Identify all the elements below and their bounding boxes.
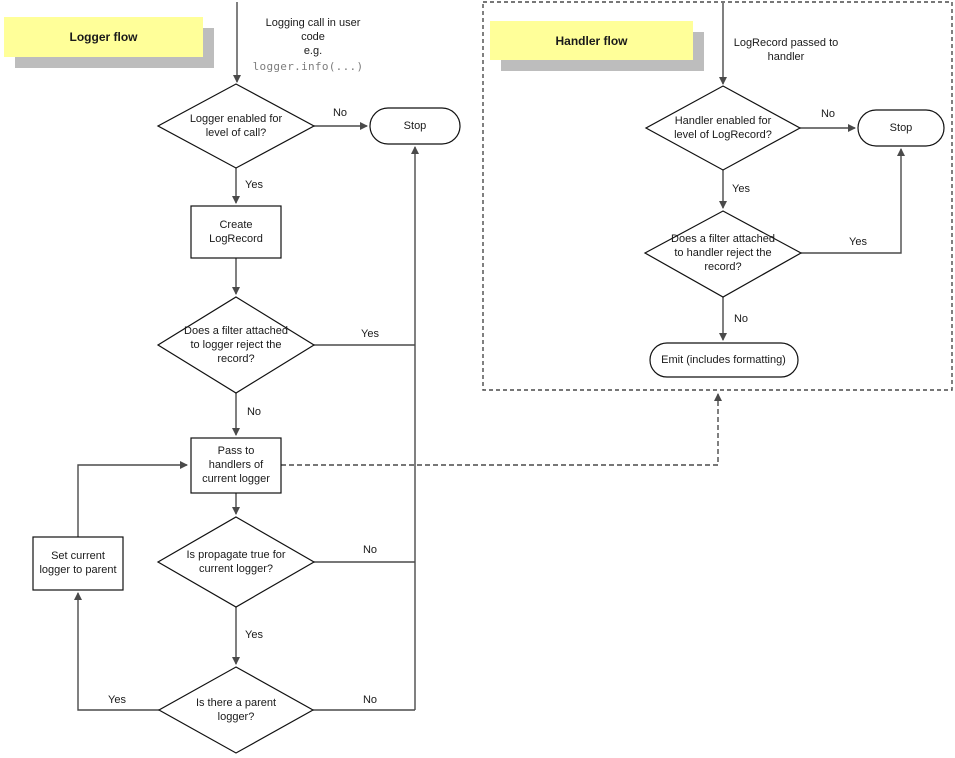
label-filter-no: No: [246, 406, 262, 418]
edge-parent-yes-to-set-parent: [74, 592, 159, 711]
process-set-current-logger-text: Set current logger to parent: [39, 550, 117, 576]
decision-handler-filter-text: Does a filter attached to handler reject…: [671, 233, 775, 273]
decision-propagate: [156, 516, 316, 608]
label-propagate-yes: Yes: [245, 629, 263, 641]
decision-logger-filter-text: Does a filter attached to logger reject …: [184, 325, 288, 365]
decision-handler-filter: [643, 210, 803, 298]
process-set-current-logger: [32, 536, 124, 591]
decision-handler-level-text: Handler enabled for level of LogRecord?: [674, 115, 772, 141]
edge-hfilter-yes-to-stop: [801, 148, 905, 254]
terminator-logger-stop: [369, 107, 461, 145]
logger-flow-title: Logger flow: [69, 30, 138, 44]
handler-flow-container: [482, 1, 953, 391]
handler-flow-title: Handler flow: [555, 33, 628, 48]
label-propagate-no: No: [362, 544, 378, 556]
label-hfilter-yes: Yes: [849, 236, 867, 248]
process-pass-to-handlers-text: Pass to handlers of current logger: [202, 445, 270, 485]
decision-propagate-text: Is propagate true for current logger?: [186, 549, 286, 575]
process-create-logrecord: [190, 205, 282, 259]
logger-flow-title-note: Logger flow: [4, 17, 203, 57]
decision-logger-level: [156, 83, 316, 169]
label-hlevel-yes: Yes: [732, 183, 750, 195]
label-parent-yes: Yes: [108, 694, 126, 706]
edge-set-parent-to-pass: [77, 461, 188, 537]
handler-entry-text: LogRecord passed to handler: [733, 37, 839, 63]
decision-logger-level-text: Logger enabled for level of call?: [189, 113, 283, 139]
logger-entry-text: Logging call in user code e.g.: [265, 17, 361, 57]
decision-logger-filter: [156, 296, 316, 394]
terminator-handler-stop-text: Stop: [889, 122, 913, 134]
process-pass-to-handlers: [190, 437, 282, 494]
decision-parent-logger-text: Is there a parent logger?: [195, 697, 277, 723]
process-create-logrecord-text: Create LogRecord: [209, 219, 263, 245]
label-level-yes: Yes: [245, 179, 263, 191]
terminator-logger-stop-text: Stop: [403, 120, 427, 132]
label-hfilter-no: No: [733, 313, 749, 325]
edge-pass-to-handler-flow-dashed: [281, 393, 722, 466]
label-hlevel-no: No: [820, 108, 836, 120]
label-filter-yes: Yes: [361, 328, 379, 340]
terminator-emit-text: Emit (includes formatting): [661, 354, 786, 366]
decision-parent-logger: [157, 666, 315, 754]
label-level-no: No: [332, 107, 348, 119]
terminator-handler-stop: [857, 109, 945, 147]
terminator-emit: [649, 342, 799, 378]
label-parent-no: No: [362, 694, 378, 706]
logger-entry-code: logger.info(...): [252, 60, 364, 73]
handler-flow-title-note: Handler flow: [490, 21, 693, 60]
decision-handler-level: [644, 85, 802, 171]
